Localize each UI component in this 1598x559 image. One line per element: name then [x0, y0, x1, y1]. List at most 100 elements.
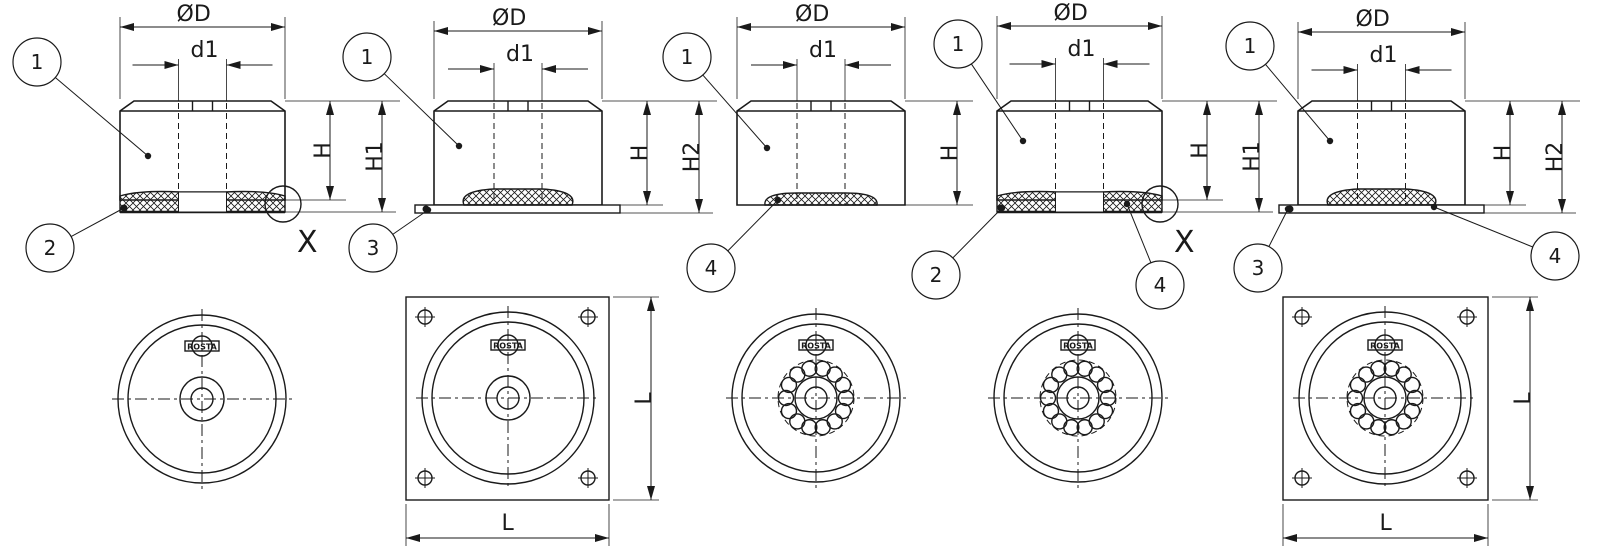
dimension-arrowhead	[1203, 101, 1211, 115]
ring-ball	[1349, 402, 1367, 420]
logo-text: ROSTA	[1063, 342, 1094, 351]
dimension-arrowhead	[647, 297, 655, 311]
leader-dot	[1326, 137, 1334, 145]
dimension-arrowhead	[434, 27, 448, 35]
balloon-circle	[342, 32, 392, 82]
logo-ring	[805, 334, 827, 356]
rubber-element-section	[1326, 188, 1437, 206]
balloon-circle	[686, 243, 736, 293]
detail-circle	[1141, 185, 1179, 223]
label-diameter: ØD	[177, 2, 211, 27]
balloon-circle	[12, 37, 62, 87]
buffer-body	[119, 100, 286, 201]
dimension-arrowhead	[378, 198, 386, 212]
balloon-number: 4	[705, 256, 718, 280]
logo-ring	[497, 334, 519, 356]
brand-logo: ROSTA	[490, 334, 526, 356]
leader-line	[952, 207, 1003, 259]
leader-dot	[998, 204, 1006, 212]
balloon-number: 2	[44, 236, 57, 260]
label-d1: d1	[506, 42, 534, 67]
balloon-circle	[348, 223, 398, 273]
ring-ball	[1395, 366, 1412, 383]
hub-bore	[1373, 386, 1397, 410]
leader-line	[54, 77, 149, 157]
brand-logo: ROSTA	[798, 334, 834, 356]
label-length: L	[1511, 392, 1536, 405]
ring-ball	[1099, 389, 1117, 407]
dimension-arrowhead	[480, 65, 494, 73]
dimension-arrowhead	[1283, 534, 1297, 542]
balloon-1: 1	[933, 19, 1027, 145]
balloon-circle	[1530, 231, 1580, 281]
ring-ball	[1042, 402, 1060, 420]
dimension-arrowhead	[1474, 534, 1488, 542]
ring-ball	[777, 389, 795, 407]
dimension-arrowhead	[271, 23, 285, 31]
dimension-arrowhead	[1558, 199, 1566, 213]
balloon-number: 1	[361, 45, 374, 69]
dimension-arrowhead	[542, 65, 556, 73]
ring-ball	[1406, 389, 1424, 407]
label-height: H	[628, 145, 653, 162]
balloon-number: 1	[952, 32, 965, 56]
top-view-v3: ROSTA	[726, 308, 906, 488]
logo-bar	[490, 339, 526, 351]
dimension-arrowhead	[1526, 486, 1534, 500]
logo-bar	[798, 339, 834, 351]
bore-insert	[178, 191, 227, 213]
ring-ball	[1383, 419, 1400, 436]
detail-label: X	[1174, 225, 1195, 260]
dimension-arrowhead	[326, 101, 334, 115]
label-diameter: ØD	[492, 6, 526, 31]
ring-ball	[834, 376, 852, 394]
hub-outer	[179, 376, 225, 422]
dimension-arrowhead	[1405, 66, 1420, 74]
balloon-circle	[662, 32, 712, 82]
balloon-1: 1	[12, 37, 152, 160]
dimension-arrowhead	[1148, 22, 1162, 30]
dimension-arrowhead	[953, 101, 961, 115]
buffer-body	[996, 100, 1163, 201]
ring-ball	[826, 366, 843, 383]
leader-line	[727, 199, 779, 252]
balloon-3: 3	[348, 206, 432, 273]
leader-dot	[120, 204, 128, 212]
dimension-arrowhead	[1506, 191, 1514, 205]
balloon-4: 4	[1123, 200, 1185, 310]
top-view-v4: ROSTA	[988, 308, 1168, 488]
dimension-arrowhead	[891, 23, 905, 31]
ring-ball	[1096, 376, 1114, 394]
label-height-total: H1	[363, 141, 388, 172]
hub-outer	[1363, 376, 1407, 420]
top-view-v1: ROSTA	[112, 309, 292, 489]
balloon-1: 1	[342, 32, 463, 150]
dimension-arrowhead	[326, 186, 334, 200]
balloon-2: 2	[911, 204, 1006, 300]
mounting-plate	[1278, 204, 1485, 214]
balloon-circle	[1135, 260, 1185, 310]
dimension-arrowhead	[1298, 28, 1312, 36]
label-d1: d1	[809, 38, 837, 63]
logo-bar	[1367, 339, 1403, 351]
hub-outer	[794, 376, 838, 420]
dimension-arrowhead	[1451, 28, 1465, 36]
ring-ball	[837, 389, 855, 407]
label-d1: d1	[1370, 43, 1398, 68]
dimension-arrowhead	[1558, 101, 1566, 115]
ring-ball	[1042, 376, 1060, 394]
leader-line	[1126, 203, 1152, 263]
dimension-arrowhead	[1343, 66, 1358, 74]
ring-ball	[780, 402, 798, 420]
dimension-arrowhead	[1526, 297, 1534, 311]
logo-ring	[1374, 334, 1396, 356]
balloon-3: 3	[1233, 205, 1292, 293]
dimension-arrowhead	[845, 61, 859, 69]
leader-line	[702, 74, 768, 149]
balloon-2: 2	[25, 204, 128, 273]
leader-line	[383, 73, 460, 147]
logo-text: ROSTA	[1370, 342, 1401, 351]
